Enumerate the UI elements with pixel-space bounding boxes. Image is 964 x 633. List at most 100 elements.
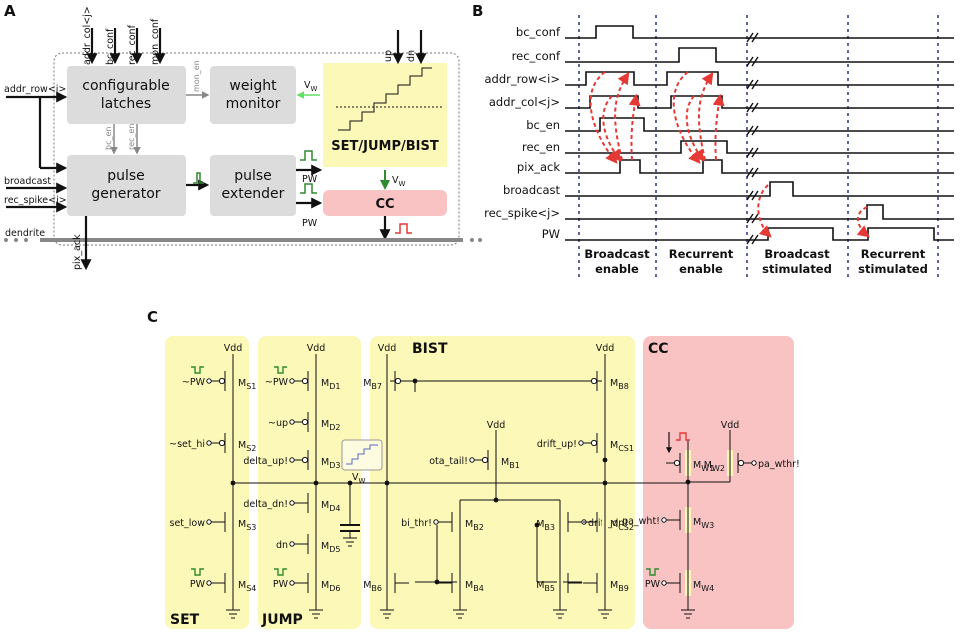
latches-line1: configurable: [82, 78, 169, 94]
set-region: [165, 336, 249, 629]
pulse-icon-0: [191, 366, 204, 374]
transistor-label-24: MW4: [693, 580, 714, 593]
pw-label-1: PW: [302, 174, 318, 185]
time-breaks: [746, 32, 759, 245]
phase-4-line2: stimulated: [858, 262, 928, 276]
transistor-label-8: MD5: [321, 541, 340, 554]
wave-pw: [565, 227, 954, 241]
gate-input-label-3: PW: [190, 579, 206, 590]
wave-bc-conf: [565, 25, 954, 39]
gate-input-label-5: ~up: [268, 418, 288, 429]
rec-spike-label: rec_spike<j>: [4, 195, 67, 206]
wave-rec-spike: [565, 204, 954, 220]
gate-input-label-8: dn: [276, 540, 288, 551]
signal-label-8: rec_spike<j>: [484, 206, 560, 220]
signal-label-0: bc_conf: [516, 25, 561, 39]
phase-3-line2: stimulated: [762, 262, 832, 276]
gate-input-label-9: PW: [273, 579, 289, 590]
jump-region-label: JUMP: [261, 612, 303, 628]
neuron-boundary: [53, 52, 460, 246]
gate-input-label-4: ~PW: [265, 377, 289, 388]
signal-label-3: addr_col<j>: [489, 95, 560, 109]
wave-rec-en: [565, 140, 954, 154]
pulse-icon-24: [646, 568, 659, 576]
gate-input-label-12: drift_up!: [537, 439, 577, 450]
gate-input-label-7: delta_dn!: [243, 499, 288, 510]
transistor-label-11: MB8: [610, 378, 629, 391]
configurable-latches-block: [67, 66, 186, 124]
cc-block: [323, 190, 447, 216]
gate-input-label-23: pa_wht!: [622, 516, 660, 527]
signal-label-2: addr_row<i>: [484, 72, 560, 86]
set-jump-bist-block: [323, 63, 447, 167]
transistor-label-19: MB5: [536, 580, 555, 593]
addr-col-label: addr_col<j>: [82, 6, 93, 65]
mon-en-label: mon_en: [192, 60, 201, 92]
pulse-icon-3: [191, 568, 204, 576]
phase-1-line1: Broadcast: [584, 247, 650, 261]
vdd-jump: Vdd: [307, 343, 326, 354]
latches-line2: latches: [101, 96, 151, 112]
rec-conf-label: rec_conf: [127, 24, 138, 65]
transistor-label-13: MB1: [501, 457, 520, 470]
transistor-label-9: MD6: [321, 580, 340, 593]
phase-3-line1: Broadcast: [764, 247, 830, 261]
wave-bc-en: [565, 117, 954, 132]
signal-label-7: broadcast: [503, 183, 561, 197]
phase-2-line2: enable: [679, 262, 723, 276]
vdd-bist-left: Vdd: [378, 343, 397, 354]
transistor-label-18: MB4: [465, 580, 484, 593]
weight-monitor-block: [210, 66, 296, 124]
phase-4-line1: Recurrent: [861, 247, 926, 261]
mon-conf-label: mon_conf: [150, 18, 161, 65]
vw-cc-label: VW: [392, 175, 406, 188]
top-inputs: addr_col<j> bc_conf rec_conf mon_conf: [82, 6, 166, 65]
vdd-cc: Vdd: [721, 420, 740, 431]
transistor-label-12: MCS1: [610, 440, 634, 453]
wave-broadcast: [565, 181, 954, 197]
wave-pix-ack: [565, 159, 954, 174]
transistor-label-7: MD4: [321, 500, 340, 513]
transistor-label-1: MS2: [238, 440, 256, 453]
gate-input-label-24: PW: [645, 579, 661, 590]
gate-input-label-22: pa_wthr!: [758, 459, 800, 470]
set-jump-bist-label: SET/JUMP/BIST: [331, 139, 439, 154]
panel-b-label: B: [472, 2, 483, 20]
transistor-label-21: MW1: [693, 460, 714, 473]
cc-region-label: CC: [648, 341, 669, 357]
wave-rec-conf: [565, 47, 954, 63]
addr-row-label: addr_row<i>: [4, 84, 66, 95]
transistor-label-2: MS3: [238, 519, 256, 532]
pulse-icon-9: [274, 568, 287, 576]
panel-b: B bc_confrec_confaddr_row<i>addr_col<j>b…: [472, 2, 954, 278]
pix-ack-label: pix_ack: [72, 234, 83, 270]
signal-label-9: PW: [542, 227, 560, 241]
staircase-waveform: [338, 67, 432, 131]
gate-input-label-13: ota_tail!: [429, 456, 468, 467]
transistor-label-0: MS1: [238, 378, 256, 391]
gate-input-label-2: set_low: [170, 518, 206, 529]
wave-addr-row: [565, 71, 954, 86]
bc-en-label: bc_en: [104, 127, 113, 150]
dn-label: dn: [406, 50, 417, 62]
pulse-icon-4: [274, 366, 287, 374]
pulse-extender-block: [210, 155, 296, 216]
cc-pulse-icon: [676, 432, 690, 441]
pulse-generator-block: [67, 155, 186, 216]
gate-input-label-1: ~set_hi: [169, 439, 205, 450]
extender-line2: extender: [222, 186, 285, 202]
wave-addr-col: [565, 95, 954, 109]
set-region-label: SET: [170, 612, 200, 628]
gate-input-label-14: bi_thr!: [401, 518, 432, 529]
pulse-gen-line2: generator: [91, 186, 160, 202]
panel-c: C SET JUMP BIST CC Vdd Vdd Vdd Vdd Vdd V…: [147, 308, 800, 629]
pw-label-2: PW: [302, 218, 318, 229]
vdd-bist-right: Vdd: [596, 343, 615, 354]
transistor-label-10: MB7: [363, 378, 382, 391]
transistor-label-14: MB2: [465, 519, 484, 532]
broadcast-label: broadcast: [4, 176, 51, 187]
panel-a-label: A: [4, 2, 16, 20]
transistor-label-15: MB3: [536, 519, 555, 532]
monitor-line2: monitor: [226, 96, 281, 112]
